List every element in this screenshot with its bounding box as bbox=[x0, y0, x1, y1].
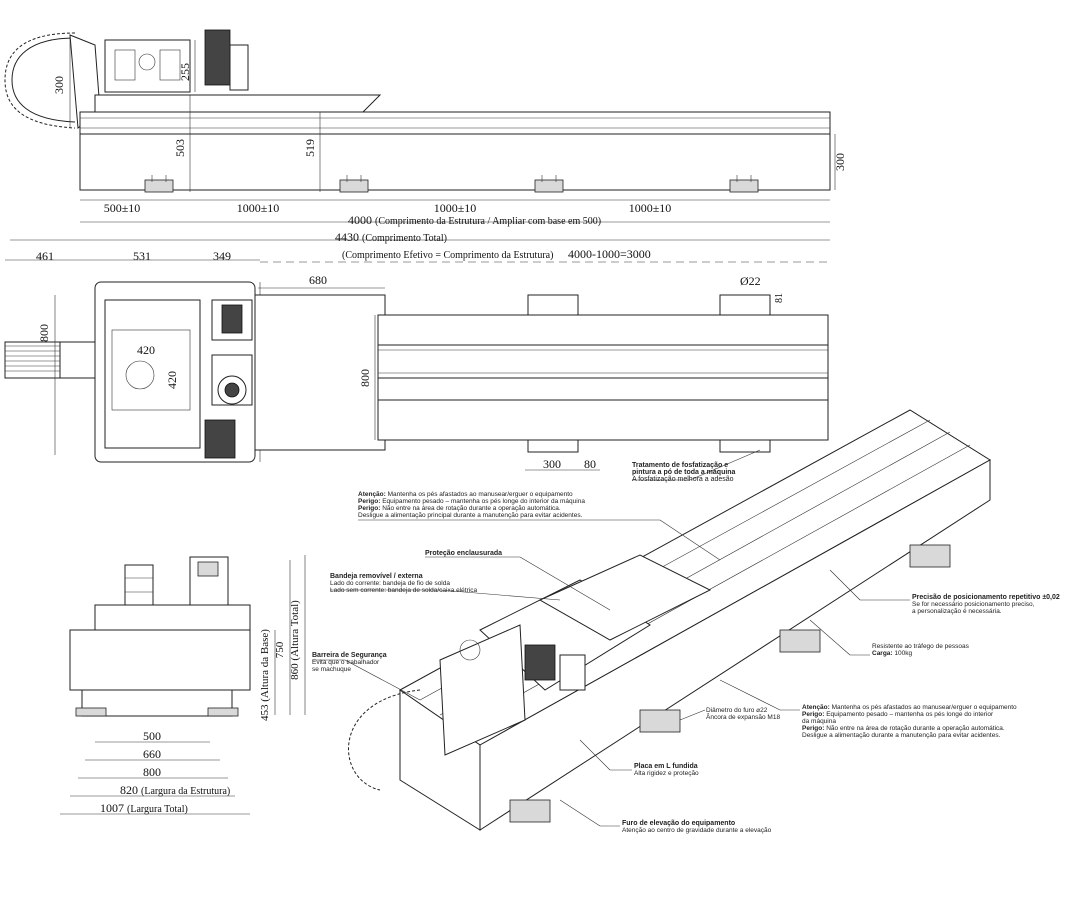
note-barrier-l1: Evita que o trabalhador bbox=[312, 659, 380, 666]
side-body bbox=[69, 629, 251, 691]
note-tray-l1: Lado do corrente: bandeja de fio de sold… bbox=[330, 580, 450, 587]
dim-foot-len: 300 bbox=[543, 457, 561, 471]
note-lift-title: Furo de elevação do equipamento bbox=[622, 820, 735, 827]
dim-top-block: 255 bbox=[178, 63, 192, 81]
note-phosphate-title: Tratamento de fosfatização e bbox=[632, 462, 728, 469]
note-traffic-l1: Resistente ao tráfego de pessoas bbox=[872, 643, 970, 650]
dim-carriage-width: 531 bbox=[133, 249, 151, 263]
base-beam bbox=[79, 133, 831, 191]
dim-w820: 820 (Largura da Estrutura) bbox=[120, 783, 230, 797]
note-warn2-l3: Perigo: Não entre na área de rotação dur… bbox=[802, 725, 1005, 732]
dim-w1007: 1007 (Largura Total) bbox=[100, 801, 188, 815]
top-foot bbox=[719, 294, 771, 316]
front-view: 300 255 503 519 300 500±10 1000±10 1000±… bbox=[4, 29, 847, 244]
top-foot bbox=[527, 294, 579, 316]
front-feet bbox=[144, 175, 759, 193]
dim-hole-dia: Ø22 bbox=[740, 274, 761, 288]
top-foot bbox=[719, 439, 771, 453]
note-warn1-l3: Perigo: Não entre na área de rotação dur… bbox=[358, 505, 561, 512]
note-lplate-title: Placa em L fundida bbox=[634, 763, 698, 770]
note-enclosed: Proteção enclausurada bbox=[425, 550, 502, 557]
iso-foot bbox=[779, 629, 821, 653]
note-lift-body: Atenção ao centro de gravidade durante a… bbox=[622, 827, 772, 834]
dim-beam-width: 800 bbox=[358, 369, 372, 387]
note-phosphate-title2: pintura a pó de toda a máquina bbox=[632, 469, 736, 476]
note-hole-l2: Âncora de expansão M18 bbox=[706, 712, 780, 721]
dim-w660: 660 bbox=[143, 747, 161, 761]
note-hole-l1: Diâmetro do furo ⌀22 bbox=[706, 707, 768, 714]
effective-length-note: (Comprimento Efetivo = Comprimento da Es… bbox=[342, 250, 553, 261]
iso-foot bbox=[509, 799, 551, 823]
dim-left-overhang: 461 bbox=[36, 249, 54, 263]
iso-foot bbox=[909, 544, 951, 568]
note-precision-l1: Se for necessário posicionamento preciso… bbox=[912, 601, 1035, 608]
effective-length-formula: 4000-1000=3000 bbox=[568, 247, 651, 261]
note-barrier-title: Barreira de Segurança bbox=[312, 652, 387, 659]
note-warn1-l4: Desligue a alimentação principal durante… bbox=[358, 512, 583, 519]
dim-chain-height: 300 bbox=[52, 76, 66, 94]
carriage-block bbox=[104, 39, 191, 93]
isometric-view: Tratamento de fosfatização e pintura a p… bbox=[312, 409, 1060, 834]
note-warn2-l2b: da máquina bbox=[802, 718, 836, 725]
note-warn1-l2: Perigo: Equipamento pesado – mantenha os… bbox=[358, 498, 585, 505]
note-warn2-l2: Perigo: Equipamento pesado – mantenha os… bbox=[802, 711, 994, 718]
note-phosphate-body: A fosfatização melhora a adesão bbox=[632, 476, 734, 483]
dim-seg-1: 500±10 bbox=[104, 201, 141, 215]
dim-seg-4: 1000±10 bbox=[629, 201, 672, 215]
dim-w500: 500 bbox=[143, 729, 161, 743]
dim-w800: 800 bbox=[143, 765, 161, 779]
dim-seg-3: 1000±10 bbox=[434, 201, 477, 215]
note-traffic-l2: Carga: 100kg bbox=[872, 650, 912, 657]
side-top-plate bbox=[94, 604, 251, 631]
dim-foot-small: 81 bbox=[774, 293, 785, 303]
dim-total-length: 4430 (Comprimento Total) bbox=[335, 230, 447, 244]
note-warn2-l4: Desligue a alimentação durante a manuten… bbox=[802, 732, 1001, 739]
dim-base-height: 453 (Altura da Base) bbox=[259, 629, 271, 721]
cable-chain bbox=[4, 32, 76, 129]
dim-total-height-750: 750 bbox=[274, 641, 286, 658]
dim-beam-height: 300 bbox=[833, 153, 847, 171]
dim-total-height-860: 860 (Altura Total) bbox=[289, 600, 301, 680]
top-chain bbox=[4, 341, 66, 379]
dim-seg-2: 1000±10 bbox=[237, 201, 280, 215]
dim-structure-length: 4000 (Comprimento da Estrutura / Ampliar… bbox=[348, 213, 601, 227]
note-tray-l2: Lado sem corrente: bandeja de solda/caix… bbox=[330, 587, 477, 594]
note-lplate-body: Alta rigidez e proteção bbox=[634, 770, 699, 777]
iso-chain bbox=[348, 689, 421, 791]
motor bbox=[204, 29, 231, 86]
top-foot bbox=[527, 439, 579, 453]
rotary-plate bbox=[104, 299, 201, 449]
plate-hole bbox=[125, 360, 155, 390]
top-tray bbox=[254, 294, 386, 451]
top-view: 461 531 349 (Comprimento Efetivo = Compr… bbox=[4, 247, 830, 471]
note-precision-l2: a personalização é necessária. bbox=[912, 608, 1002, 615]
note-precision-title: Precisão de posicionamento repetitivo ±0… bbox=[912, 594, 1060, 601]
note-warn1-l1: Atenção: Mantenha os pés afastados ao ma… bbox=[358, 491, 573, 498]
note-warn2-l1: Atenção: Mantenha os pés afastados ao ma… bbox=[802, 704, 1017, 711]
side-base bbox=[81, 689, 233, 717]
dim-motor-offset: 349 bbox=[213, 249, 231, 263]
dim-plate-h: 420 bbox=[165, 371, 179, 389]
top-rail bbox=[79, 111, 831, 135]
note-tray-title: Bandeja removível / externa bbox=[330, 573, 423, 580]
iso-tray bbox=[538, 554, 712, 641]
dim-foot-off: 80 bbox=[584, 457, 596, 471]
note-barrier-l2: se machuque bbox=[312, 666, 351, 673]
dim-plate-w: 420 bbox=[137, 343, 155, 357]
dim-chain-width: 800 bbox=[37, 324, 51, 342]
leader-lines bbox=[312, 449, 910, 827]
side-view: 453 (Altura da Base) 750 860 (Altura Tot… bbox=[60, 555, 306, 815]
dim-total-height: 519 bbox=[303, 139, 317, 157]
dim-base-height: 503 bbox=[173, 139, 187, 157]
iso-foot bbox=[639, 709, 681, 733]
dim-tray-length: 680 bbox=[309, 273, 327, 287]
